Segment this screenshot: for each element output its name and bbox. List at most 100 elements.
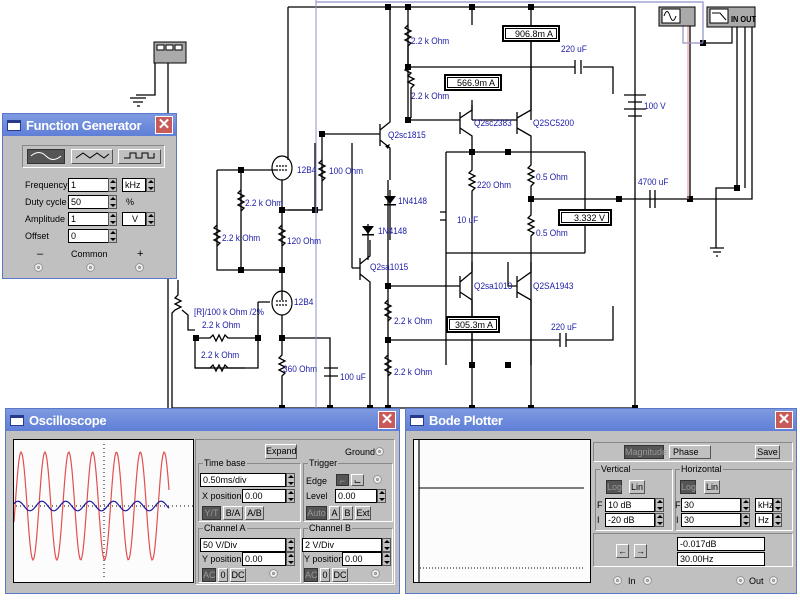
horizontal-log-button[interactable]: Log xyxy=(680,480,697,494)
plus-terminal[interactable] xyxy=(135,263,144,272)
horizontal-initial-unit-spinner[interactable] xyxy=(773,513,782,527)
x-position-input[interactable]: 0.00 xyxy=(242,489,286,503)
common-terminal[interactable] xyxy=(86,263,95,272)
sine-wave-button[interactable] xyxy=(27,149,65,164)
ground-terminal[interactable] xyxy=(375,447,384,456)
horizontal-initial-unit[interactable]: Hz xyxy=(755,513,773,527)
channel-a-terminal[interactable] xyxy=(269,569,278,578)
duty-cycle-input[interactable]: 50 xyxy=(68,195,109,209)
channel-a-dc-button[interactable]: DC xyxy=(230,568,246,582)
vertical-final-spinner[interactable] xyxy=(655,498,664,512)
frequency-unit-spinner[interactable] xyxy=(146,178,155,192)
channel-b-ypos-input[interactable]: 0.00 xyxy=(342,552,382,566)
amplitude-unit-select[interactable]: V xyxy=(122,212,146,226)
channel-a-ac-button[interactable]: AC xyxy=(202,568,216,582)
frequency-input[interactable]: 1 xyxy=(68,178,109,192)
label-transistor: Q2sa1015 xyxy=(370,262,409,272)
label-resistor: 2.2 k Ohm xyxy=(222,233,261,243)
mode-ba-button[interactable]: B/A xyxy=(223,506,243,520)
phase-button[interactable]: Phase xyxy=(669,445,711,459)
channel-b-ac-button[interactable]: AC xyxy=(304,568,318,582)
trigger-a-button[interactable]: A xyxy=(329,506,340,520)
out-plus-terminal[interactable] xyxy=(769,576,778,585)
vertical-log-button[interactable]: Log xyxy=(606,480,623,494)
channel-a-zero-button[interactable]: 0 xyxy=(218,568,228,582)
rising-edge-button[interactable]: ⌐ xyxy=(336,474,349,486)
trigger-ext-button[interactable]: Ext xyxy=(355,506,371,520)
channel-b-zero-button[interactable]: 0 xyxy=(320,568,330,582)
close-button[interactable]: ✕ xyxy=(378,411,396,429)
trigger-auto-button[interactable]: Auto xyxy=(306,506,327,520)
cursor-right-button[interactable]: → xyxy=(634,544,647,558)
amplitude-input[interactable]: 1 xyxy=(68,212,109,226)
horizontal-final-spinner[interactable] xyxy=(741,498,750,512)
amplitude-spinner[interactable] xyxy=(108,212,117,226)
mode-yt-button[interactable]: Y/T xyxy=(202,506,221,520)
oscilloscope-titlebar[interactable]: Oscilloscope xyxy=(6,409,399,431)
sine-wave-icon xyxy=(30,152,62,160)
trigger-terminal[interactable] xyxy=(373,475,382,484)
horizontal-label: Horizontal xyxy=(680,464,723,474)
function-generator-titlebar[interactable]: Function Generator xyxy=(3,114,176,136)
vertical-final-input[interactable]: 10 dB xyxy=(605,498,655,512)
bode-plotter-titlebar[interactable]: Bode Plotter xyxy=(406,409,796,431)
label-resistor: 2.2 k Ohm xyxy=(411,91,450,101)
channel-a-scale-spinner[interactable] xyxy=(286,538,295,552)
magnitude-button[interactable]: Magnitude xyxy=(624,445,668,459)
label-resistor: 2.2 k Ohm xyxy=(202,320,241,330)
label-tube: 12B4 xyxy=(294,297,314,307)
timebase-input[interactable]: 0.50ms/div xyxy=(200,473,286,487)
mode-ab-button[interactable]: A/B xyxy=(245,506,264,520)
save-button[interactable]: Save xyxy=(755,445,780,459)
horizontal-initial-spinner[interactable] xyxy=(741,513,750,527)
horizontal-final-unit-spinner[interactable] xyxy=(773,498,782,512)
offset-input[interactable]: 0 xyxy=(68,229,109,243)
label-resistor: 2.2 k Ohm xyxy=(411,36,450,46)
triangle-wave-button[interactable] xyxy=(71,149,113,164)
channel-b-scale-spinner[interactable] xyxy=(382,538,391,552)
cursor-left-button[interactable]: ← xyxy=(616,544,629,558)
out-minus-terminal[interactable] xyxy=(736,576,745,585)
in-label: In xyxy=(628,576,636,586)
close-button[interactable]: ✕ xyxy=(155,116,173,134)
frequency-spinner[interactable] xyxy=(108,178,117,192)
trigger-level-input[interactable]: 0.00 xyxy=(335,489,377,503)
in-minus-terminal[interactable] xyxy=(613,576,622,585)
window-icon xyxy=(7,119,21,131)
window-icon xyxy=(10,414,24,426)
expand-button[interactable]: Expand xyxy=(265,444,297,459)
horizontal-lin-button[interactable]: Lin xyxy=(704,480,720,494)
vertical-lin-button[interactable]: Lin xyxy=(629,480,645,494)
channel-b-scale-input[interactable]: 2 V/Div xyxy=(302,538,382,552)
channel-a-scale-input[interactable]: 50 V/Div xyxy=(200,538,286,552)
frequency-unit-select[interactable]: kHz xyxy=(122,178,146,192)
channel-b-ypos-spinner[interactable] xyxy=(382,552,391,566)
amplitude-unit-spinner[interactable] xyxy=(146,212,155,226)
minus-terminal[interactable] xyxy=(34,263,43,272)
channel-a-ypos-input[interactable]: 0.00 xyxy=(242,552,286,566)
label-potentiometer: [R]/100 k Ohm /2% xyxy=(194,307,264,317)
trigger-level-spinner[interactable] xyxy=(377,489,386,503)
horizontal-final-unit[interactable]: kHz xyxy=(755,498,774,512)
channel-a-ypos-spinner[interactable] xyxy=(286,552,295,566)
duty-cycle-spinner[interactable] xyxy=(108,195,117,209)
label-capacitor: 220 uF xyxy=(551,322,577,332)
square-wave-button[interactable] xyxy=(118,149,161,164)
in-plus-terminal[interactable] xyxy=(643,576,652,585)
horizontal-initial-input[interactable]: 30 xyxy=(681,513,741,527)
oscilloscope-display xyxy=(13,439,194,583)
close-button[interactable]: ✕ xyxy=(775,411,793,429)
vertical-initial-input[interactable]: -20 dB xyxy=(605,513,655,527)
trigger-b-button[interactable]: B xyxy=(342,506,353,520)
square-wave-icon xyxy=(123,152,154,159)
channel-b-terminal[interactable] xyxy=(371,569,380,578)
frequency-label: Frequency xyxy=(25,180,68,190)
timebase-spinner[interactable] xyxy=(286,473,295,487)
channel-b-dc-button[interactable]: DC xyxy=(332,568,348,582)
falling-edge-button[interactable]: ⌙ xyxy=(351,474,364,486)
vertical-initial-spinner[interactable] xyxy=(655,513,664,527)
offset-spinner[interactable] xyxy=(108,229,117,243)
horizontal-final-input[interactable]: 30 xyxy=(681,498,741,512)
x-position-spinner[interactable] xyxy=(286,489,295,503)
